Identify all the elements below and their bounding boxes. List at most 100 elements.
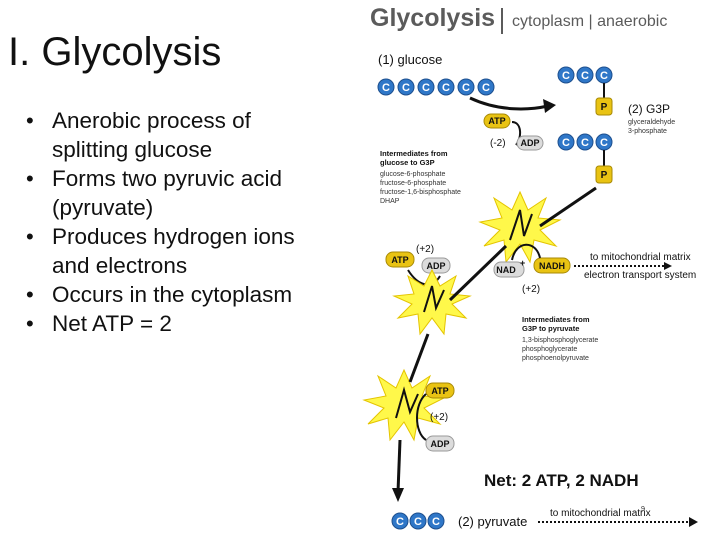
bullet-item: Anerobic process of splitting glucose xyxy=(26,106,346,164)
carbon-atom xyxy=(417,78,435,96)
slide-title: I. Glycolysis xyxy=(8,30,222,74)
carbon-atom xyxy=(576,133,594,151)
atp-gain-1-pill xyxy=(385,251,415,268)
atp-in-label: ATP xyxy=(488,116,505,126)
atp-in-value: (-2) xyxy=(490,138,506,149)
intermediates-2-item: phosphoglycerate xyxy=(522,346,577,353)
phosphate-letter: P xyxy=(601,102,608,113)
diagram-header-sub: cytoplasm | anaerobic xyxy=(512,13,667,30)
nadh-label: NADH xyxy=(539,261,565,271)
burst2-to-burst3-arrow xyxy=(408,333,430,383)
carbon-letter: C xyxy=(562,137,570,149)
glucose-molecule: C C C C C C xyxy=(377,78,495,96)
nad-label: NAD xyxy=(496,265,516,275)
pyruvate-arrow-head xyxy=(392,488,404,502)
carbon-letter: C xyxy=(432,516,440,528)
carbon-letter: C xyxy=(581,137,589,149)
carbon-letter: C xyxy=(442,82,450,94)
bullet-line: splitting glucose xyxy=(52,137,213,162)
carbon-letter: C xyxy=(414,516,422,528)
energy-burst-1 xyxy=(478,190,562,264)
g3p-to-burst-arrow xyxy=(539,186,597,228)
bullet-line: Forms two pyruvic acid xyxy=(52,166,283,191)
pyruvate-label: (2) pyruvate xyxy=(458,514,527,529)
intermediates-2-title-line2: G3P to pyruvate xyxy=(522,324,579,333)
adp-gain-2-label: ADP xyxy=(430,439,449,449)
carbon-letter: C xyxy=(396,516,404,528)
intermediates-2-title-line1: Intermediates from xyxy=(522,315,590,324)
carbon-atom xyxy=(557,66,575,84)
arrow-head xyxy=(543,99,556,113)
burst1-to-burst2-arrow xyxy=(448,244,508,302)
carbon-atom xyxy=(576,66,594,84)
mito-matrix-label-1: to mitochondrial matrix xyxy=(590,252,691,263)
adp-pill xyxy=(516,135,544,151)
carbon-atom xyxy=(427,512,445,530)
atp-gain-2-pill xyxy=(425,382,455,399)
carbon-letter: C xyxy=(600,70,608,82)
g3p-molecule-bottom: C C C P xyxy=(557,133,613,184)
energy-burst-3 xyxy=(362,368,446,442)
carbon-atom xyxy=(397,78,415,96)
intermediates-1-item: DHAP xyxy=(380,198,400,205)
atp-in-pill xyxy=(483,113,511,129)
bullet-line: Occurs in the cytoplasm xyxy=(52,282,293,307)
atp-gain-2-value: (+2) xyxy=(430,412,448,423)
pyruvate-molecule: C C C xyxy=(391,512,445,530)
glucose-to-g3p-arrow xyxy=(469,96,549,111)
nad-plus: + xyxy=(520,258,525,268)
atp-gain-1-value: (+2) xyxy=(416,244,434,255)
intermediates-2-item: phosphoenolpyruvate xyxy=(522,355,589,362)
nad-curve xyxy=(511,243,541,261)
carbon-letter: C xyxy=(402,82,410,94)
g3p-subtitle-1: glyceraldehyde xyxy=(628,119,675,126)
carbon-atom xyxy=(437,78,455,96)
diagram-header-main: Glycolysis xyxy=(370,4,495,32)
adp-gain-1-pill xyxy=(421,257,451,274)
nadh-pill xyxy=(533,257,571,274)
nad-pill xyxy=(493,261,525,278)
bullet-line: Net ATP = 2 xyxy=(52,311,172,336)
atp-gain-2-curve xyxy=(416,393,427,441)
pyruvate-dotted-arrow-head xyxy=(689,517,698,527)
ets-label: electron transport system xyxy=(584,270,696,281)
bullet-line: Anerobic process of xyxy=(52,108,251,133)
g3p-molecule-top: C C C P xyxy=(557,66,613,116)
intermediates-1-title-line1: Intermediates from xyxy=(380,149,448,158)
carbon-letter: C xyxy=(382,82,390,94)
phosphate-letter: P xyxy=(601,170,608,181)
intermediates-1-item: fructose-1,6-bisphosphate xyxy=(380,189,461,196)
energy-burst-2 xyxy=(392,268,472,336)
nadh-value: (+2) xyxy=(522,284,540,295)
ets-arrow-head xyxy=(664,262,672,270)
carbon-atom xyxy=(377,78,395,96)
intermediates-1-item: fructose-6-phosphate xyxy=(380,180,446,187)
adp-gain-2-pill xyxy=(425,435,455,452)
page-number: 9 xyxy=(641,506,645,513)
carbon-letter: C xyxy=(422,82,430,94)
phosphate-group xyxy=(595,97,613,116)
bullet-item: Occurs in the cytoplasm xyxy=(26,280,346,309)
glucose-label: (1) glucose xyxy=(378,52,442,67)
carbon-letter: C xyxy=(600,137,608,149)
net-label: Net: 2 ATP, 2 NADH xyxy=(484,471,639,490)
carbon-letter: C xyxy=(562,70,570,82)
mito-matrix-label-2: to mitochondrial matrix xyxy=(550,508,651,519)
atp-gain-2-label: ATP xyxy=(431,386,448,396)
carbon-letter: C xyxy=(462,82,470,94)
intermediates-1-title-line2: glucose to G3P xyxy=(380,158,435,167)
bullet-line: (pyruvate) xyxy=(52,195,154,220)
adp-label: ADP xyxy=(520,138,539,148)
phosphate-group xyxy=(595,165,613,184)
carbon-atom xyxy=(557,133,575,151)
atp-gain-1-label: ATP xyxy=(391,255,408,265)
g3p-subtitle-2: 3-phosphate xyxy=(628,128,667,135)
bullet-item: Forms two pyruvic acid (pyruvate) xyxy=(26,164,346,222)
carbon-letter: C xyxy=(482,82,490,94)
carbon-atom xyxy=(477,78,495,96)
bullet-line: and electrons xyxy=(52,253,188,278)
bullet-item: Net ATP = 2 xyxy=(26,309,346,338)
